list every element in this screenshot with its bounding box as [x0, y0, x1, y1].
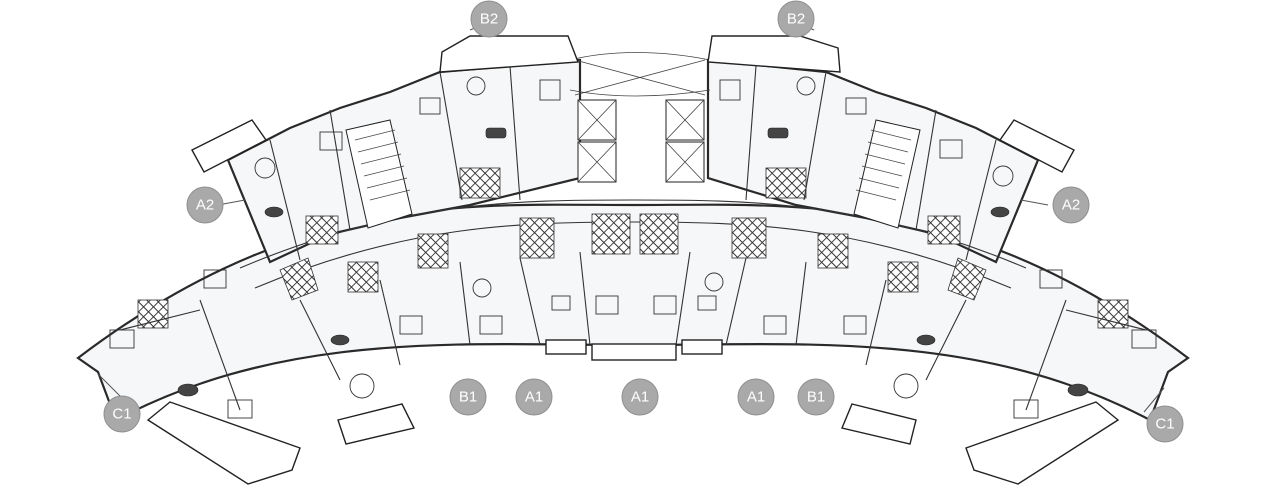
unit-badge-c1: C1 — [103, 395, 141, 433]
balconies — [146, 35, 1120, 485]
badge-label: B2 — [787, 11, 805, 28]
badge-label: C1 — [112, 406, 131, 423]
unit-badge-a2: A2 — [1052, 186, 1090, 224]
wet-areas — [137, 167, 1129, 329]
badge-circle — [777, 0, 815, 38]
badge-circle — [449, 378, 487, 416]
unit-badge-b2: B2 — [470, 0, 508, 38]
stairs — [345, 119, 921, 229]
badge-label: B1 — [459, 389, 477, 406]
badge-circle — [470, 0, 508, 38]
badge-circle — [1146, 405, 1184, 443]
badge-circle — [797, 378, 835, 416]
badge-label: B2 — [480, 11, 498, 28]
badge-circle — [621, 378, 659, 416]
badge-label: A1 — [631, 389, 649, 406]
interior-walls — [119, 65, 1147, 411]
badge-circle — [515, 378, 553, 416]
badge-circle — [1052, 186, 1090, 224]
building-outline — [76, 203, 1190, 422]
unit-badge-c1: C1 — [1146, 405, 1184, 443]
badge-label: A1 — [747, 389, 765, 406]
badge-label: C1 — [1155, 416, 1174, 433]
unit-badge-a1: A1 — [737, 378, 775, 416]
core-elevators — [569, 52, 711, 183]
unit-badge-b2: B2 — [777, 0, 815, 38]
badge-label: A2 — [1062, 197, 1080, 214]
unit-badge-a1: A1 — [621, 378, 659, 416]
corridor-inner-wall — [254, 221, 1012, 289]
badge-circle — [103, 395, 141, 433]
unit-badge-a1: A1 — [515, 378, 553, 416]
unit-badge-b1: B1 — [449, 378, 487, 416]
badge-label: A2 — [196, 197, 214, 214]
furniture — [109, 76, 1157, 419]
badge-circle — [186, 186, 224, 224]
badge-label: A1 — [525, 389, 543, 406]
badge-label: B1 — [807, 389, 825, 406]
unit-badge-a2: A2 — [186, 186, 224, 224]
badge-circle — [737, 378, 775, 416]
unit-badge-b1: B1 — [797, 378, 835, 416]
